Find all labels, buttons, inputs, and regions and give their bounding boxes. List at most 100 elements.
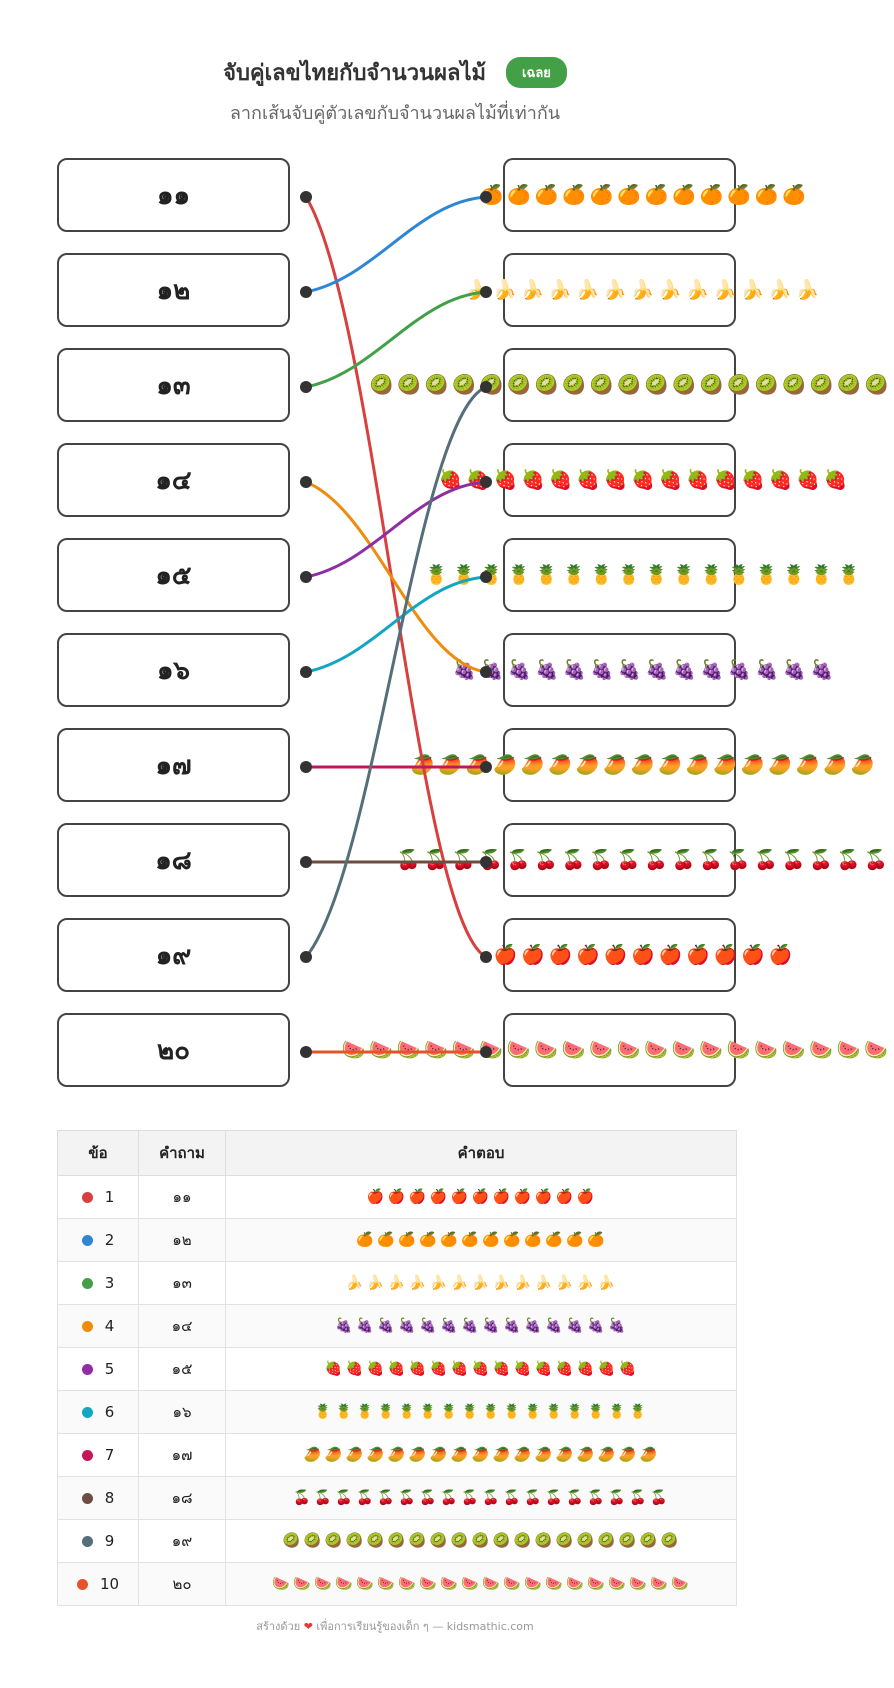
fruit-icon: 🍒 [864,848,889,871]
fruit-icon: 🍓 [618,1361,638,1377]
fruit-icon: 🍍 [809,563,834,586]
fruit-icon: 🥭 [630,753,655,776]
left-connector-dot[interactable] [300,191,312,203]
fruit-icon: 🍎 [521,943,546,966]
fruit-icon: 🍓 [366,1361,386,1377]
fruit-icon: 🍊 [754,183,779,206]
row-number: 4 [104,1317,115,1335]
fruit-icon: 🥝 [864,373,889,396]
fruit-icon: 🍇 [482,1318,501,1334]
fruit-icon: 🍊 [398,1232,417,1248]
fruit-card[interactable] [503,1013,736,1087]
fruit-icon: 🍒 [479,848,504,871]
fruit-icon: 🍍 [587,1404,606,1420]
cell-question: ๑๘ [138,1476,226,1520]
fruit-icon: 🍓 [576,1361,596,1377]
fruit-icon: 🍉 [608,1576,627,1592]
left-connector-dot[interactable] [300,856,312,868]
fruit-icon: 🍓 [631,468,656,491]
fruit-icon: 🍎 [408,1189,428,1205]
fruit-icon: 🍓 [471,1361,491,1377]
fruit-icon: 🍎 [492,1189,512,1205]
cell-no: 5 [57,1347,139,1391]
fruit-icon: 🍒 [419,1490,438,1506]
fruit-icon: 🍉 [482,1576,501,1592]
number-card[interactable]: ๑๙ [57,918,290,992]
fruit-icon: 🍒 [587,1490,606,1506]
fruit-card[interactable] [503,918,736,992]
number-card[interactable]: ๑๑ [57,158,290,232]
number-card[interactable]: ๒๐ [57,1013,290,1087]
left-connector-dot[interactable] [300,666,312,678]
cell-answer: 🍇🍇🍇🍇🍇🍇🍇🍇🍇🍇🍇🍇🍇🍇 [225,1304,737,1348]
left-connector-dot[interactable] [300,476,312,488]
fruit-icon: 🍒 [461,1490,480,1506]
fruit-icon: 🍍 [617,563,642,586]
left-connector-dot[interactable] [300,951,312,963]
fruit-icon: 🍍 [335,1404,354,1420]
fruit-group: 🥭🥭🥭🥭🥭🥭🥭🥭🥭🥭🥭🥭🥭🥭🥭🥭🥭 [409,750,877,780]
fruit-icon: 🍉 [314,1576,333,1592]
fruit-icon: 🍇 [524,1318,543,1334]
cell-answer: 🍒🍒🍒🍒🍒🍒🍒🍒🍒🍒🍒🍒🍒🍒🍒🍒🍒🍒 [225,1476,737,1520]
left-connector-dot[interactable] [300,1046,312,1058]
fruit-icon: 🥝 [534,1533,554,1549]
fruit-icon: 🥝 [589,373,614,396]
fruit-icon: 🍊 [503,1232,522,1248]
number-card[interactable]: ๑๖ [57,633,290,707]
left-connector-dot[interactable] [300,761,312,773]
number-card[interactable]: ๑๓ [57,348,290,422]
fruit-card[interactable] [503,443,736,517]
fruit-icon: 🥭 [555,1447,575,1463]
number-card[interactable]: ๑๘ [57,823,290,897]
fruit-icon: 🥭 [575,753,600,776]
fruit-icon: 🍍 [562,563,587,586]
number-card[interactable]: ๑๔ [57,443,290,517]
color-dot [81,1234,93,1246]
fruit-card[interactable] [503,823,736,897]
fruit-icon: 🍊 [699,183,724,206]
fruit-card[interactable] [503,348,736,422]
fruit-icon: 🥭 [850,753,875,776]
fruit-icon: 🍇 [480,658,505,681]
fruit-icon: 🍉 [836,1038,861,1061]
fruit-icon: 🥝 [429,1533,449,1549]
fruit-icon: 🍊 [419,1232,438,1248]
fruit-card[interactable] [503,253,736,327]
fruit-icon: 🍒 [566,1490,585,1506]
number-card[interactable]: ๑๕ [57,538,290,612]
fruit-icon: 🍌 [576,1275,596,1291]
fruit-icon: 🍉 [650,1576,669,1592]
fruit-icon: 🥝 [366,1533,386,1549]
fruit-icon: 🥝 [324,1533,344,1549]
fruit-icon: 🍒 [650,1490,669,1506]
fruit-card[interactable] [503,538,736,612]
fruit-icon: 🍇 [645,658,670,681]
fruit-card[interactable] [503,158,736,232]
fruit-icon: 🍒 [506,848,531,871]
fruit-card[interactable] [503,633,736,707]
fruit-icon: 🍇 [503,1318,522,1334]
right-connector-dot[interactable] [480,951,492,963]
fruit-icon: 🍍 [754,563,779,586]
fruit-card[interactable] [503,728,736,802]
fruit-icon: 🍓 [513,1361,533,1377]
fruit-icon: 🥝 [452,373,477,396]
fruit-icon: 🍊 [672,183,697,206]
left-connector-dot[interactable] [300,286,312,298]
fruit-icon: 🍎 [741,943,766,966]
footer: สร้างด้วย ❤ เพื่อการเรียนรู้ของเด็ก ๆ — … [0,1617,790,1635]
fruit-icon: 🍒 [561,848,586,871]
left-connector-dot[interactable] [300,571,312,583]
fruit-icon: 🍉 [506,1038,531,1061]
number-card[interactable]: ๑๒ [57,253,290,327]
left-connector-dot[interactable] [300,381,312,393]
fruit-icon: 🍇 [700,658,725,681]
fruit-icon: 🍇 [672,658,697,681]
fruit-icon: 🍒 [616,848,641,871]
fruit-icon: 🍌 [658,278,683,301]
number-card[interactable]: ๑๗ [57,728,290,802]
footer-suffix: เพื่อการเรียนรู้ของเด็ก ๆ — kidsmathic.c… [316,1620,534,1633]
